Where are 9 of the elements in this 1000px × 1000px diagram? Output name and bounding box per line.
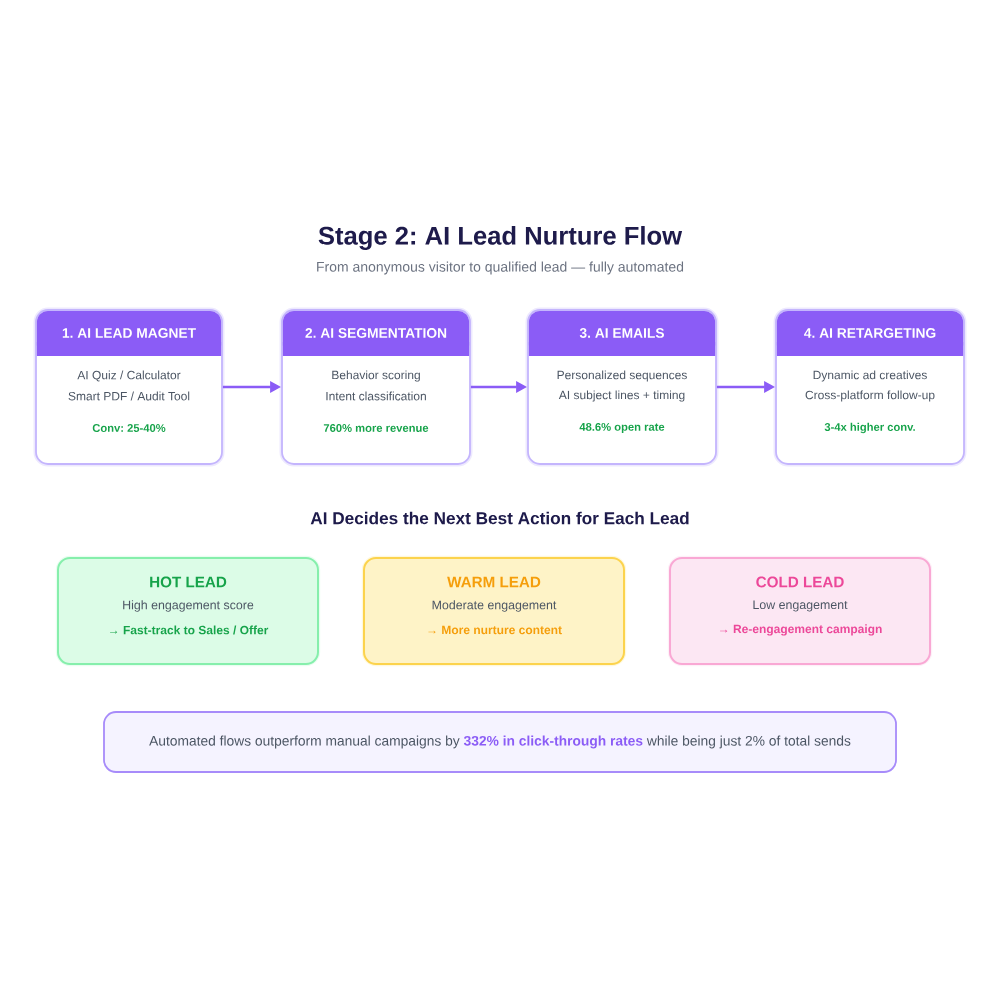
step-card	[525, 307, 719, 467]
step-card	[279, 307, 473, 467]
lead-card	[361, 555, 627, 667]
section-heading: AI Decides the Next Best Action for Each Lead	[310, 511, 689, 525]
lead-card	[55, 555, 321, 667]
step-card	[773, 307, 967, 467]
lead-card	[667, 555, 933, 667]
step-card	[33, 307, 225, 467]
title: Stage 2: AI Lead Nurture Flow	[318, 226, 683, 250]
